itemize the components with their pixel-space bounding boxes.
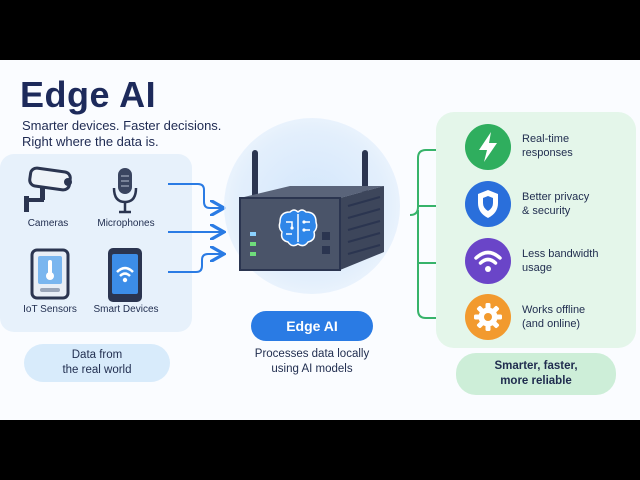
- result-pill: Smarter, faster, more reliable: [456, 353, 616, 395]
- output-connector: [409, 150, 452, 216]
- benefit-text-2: Better privacy & security: [522, 190, 632, 218]
- subtitle: Smarter devices. Faster decisions. Right…: [22, 118, 262, 150]
- gear-icon: [474, 303, 502, 331]
- camera-icon: [24, 166, 72, 212]
- iot-sensor-icon: [30, 248, 70, 300]
- benefit-icon-circle-3: [465, 238, 511, 284]
- data-source-pill: Data from the real world: [24, 344, 170, 382]
- benefit-1-line-1: Real-time: [522, 133, 570, 145]
- input-arrows: [168, 60, 640, 420]
- result-line-2: more reliable: [500, 375, 572, 387]
- smartphone-icon: [108, 248, 142, 302]
- benefit-icon-circle-2: [465, 181, 511, 227]
- benefit-text-3: Less bandwidth usage: [522, 247, 632, 275]
- benefit-3-line-2: usage: [522, 262, 552, 274]
- data-source-line-2: the real world: [62, 364, 132, 376]
- device-label-smart-devices: Smart Devices: [93, 304, 159, 315]
- microphone-icon: [112, 168, 138, 214]
- shield-icon: [478, 190, 498, 218]
- center-caption-line-2: using AI models: [271, 363, 353, 375]
- benefit-4-line-2: (and online): [522, 318, 581, 330]
- result-line-1: Smarter, faster,: [494, 360, 578, 372]
- arrow-cameras: [168, 183, 222, 208]
- benefit-2-line-1: Better privacy: [522, 191, 590, 203]
- edge-device-icon: [239, 150, 384, 271]
- benefit-4-line-1: Works offline: [522, 304, 586, 316]
- center-caption-line-1: Processes data locally: [254, 348, 370, 360]
- benefit-text-4: Works offline (and online): [522, 303, 632, 331]
- device-label-iot-sensors: IoT Sensors: [23, 304, 77, 315]
- edge-ai-badge: Edge AI: [251, 311, 373, 341]
- data-source-line-1: Data from: [71, 349, 123, 361]
- subtitle-line-1: Smarter devices. Faster decisions.: [22, 118, 222, 133]
- benefit-icon-circle-1: [465, 124, 511, 170]
- subtitle-line-2: Right where the data is.: [22, 134, 159, 149]
- benefit-3-line-1: Less bandwidth: [522, 248, 599, 260]
- benefit-2-line-2: & security: [522, 205, 571, 217]
- lightning-icon: [479, 132, 497, 162]
- device-label-cameras: Cameras: [27, 218, 69, 229]
- arrow-smart-devices: [168, 254, 222, 273]
- device-label-microphones: Microphones: [97, 218, 155, 229]
- benefit-icon-circle-4: [465, 294, 511, 340]
- diagram-canvas: Edge AI Smarter devices. Faster decision…: [0, 60, 640, 420]
- benefit-1-line-2: responses: [522, 147, 573, 159]
- wifi-icon: [474, 250, 502, 272]
- page-title: Edge AI: [20, 74, 157, 115]
- benefit-text-1: Real-time responses: [522, 132, 632, 160]
- center-caption: Processes data locally using AI models: [232, 347, 392, 377]
